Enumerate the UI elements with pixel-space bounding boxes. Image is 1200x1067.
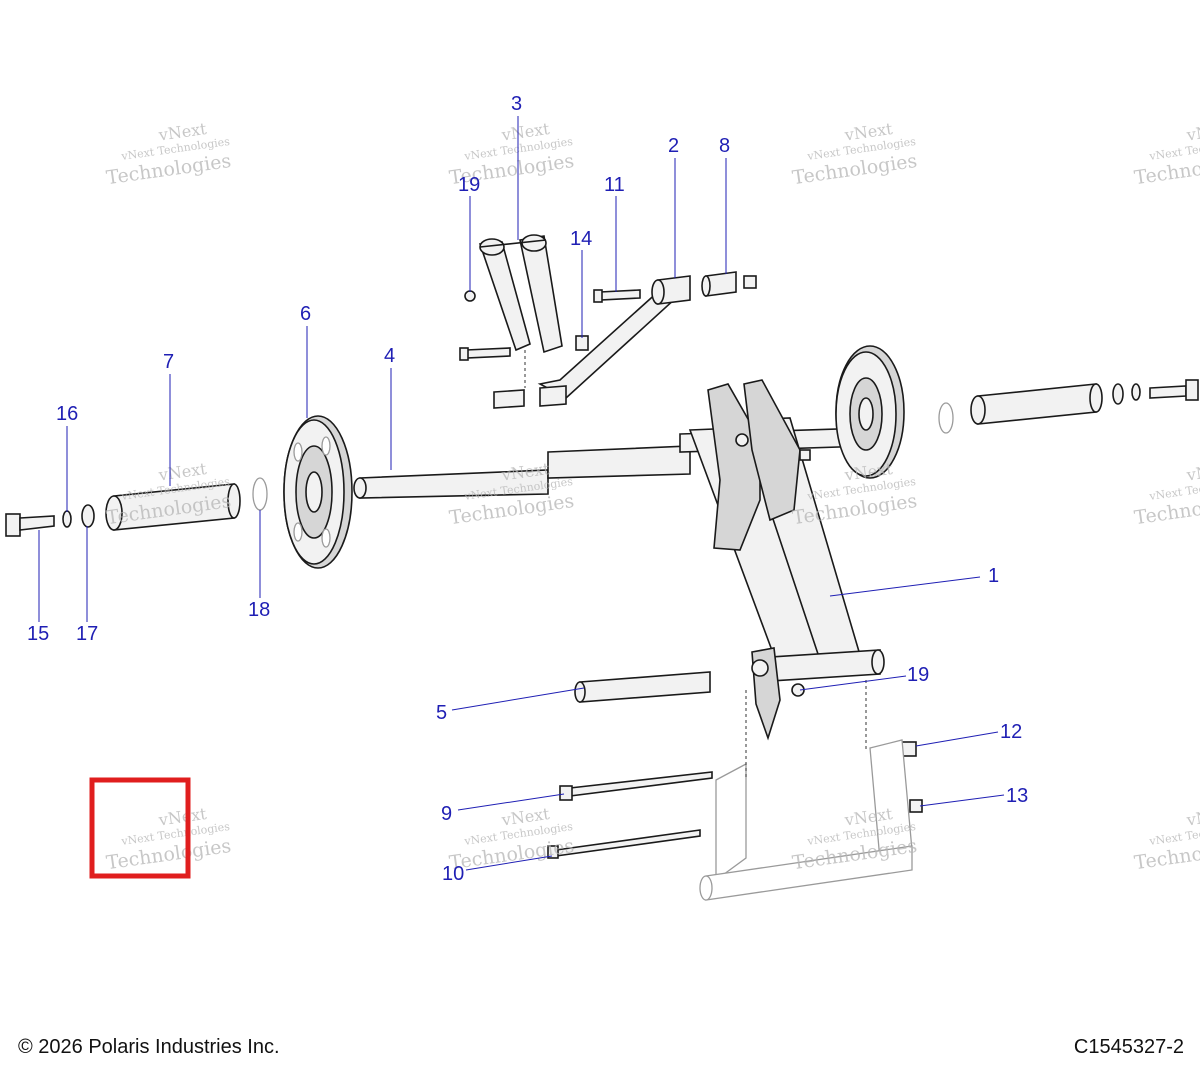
callout-3: 3 bbox=[511, 93, 522, 115]
copyright-notice: © 2026 Polaris Industries Inc. bbox=[18, 1036, 280, 1058]
small-hardware bbox=[459, 271, 923, 813]
pivot-link-arms bbox=[478, 234, 563, 354]
callout-4: 4 bbox=[384, 345, 395, 367]
right-spacer-tube bbox=[970, 383, 1103, 425]
callout-12: 12 bbox=[1000, 721, 1022, 743]
callout-19-upper: 19 bbox=[458, 174, 480, 196]
right-bolt-washers bbox=[938, 379, 1199, 434]
assembly-lines bbox=[524, 350, 867, 780]
rear-bracket-outline bbox=[699, 739, 913, 901]
callout-19-lower: 19 bbox=[907, 664, 929, 686]
torque-arm bbox=[537, 275, 691, 407]
swing-arm bbox=[688, 379, 885, 741]
lower-pivot-tube bbox=[574, 671, 711, 703]
callout-16: 16 bbox=[56, 403, 78, 425]
parts-drawing bbox=[5, 234, 1199, 901]
callout-6: 6 bbox=[300, 303, 311, 325]
long-bolts bbox=[547, 771, 713, 859]
callout-9: 9 bbox=[441, 803, 452, 825]
callout-14: 14 bbox=[570, 228, 592, 250]
callout-10: 10 bbox=[442, 863, 464, 885]
callout-8: 8 bbox=[719, 135, 730, 157]
callout-numbers: 1 2 3 4 5 6 7 8 9 10 11 12 13 14 15 16 1… bbox=[27, 93, 1028, 885]
callout-13: 13 bbox=[1006, 785, 1028, 807]
callout-2: 2 bbox=[668, 135, 679, 157]
leader-lines bbox=[38, 116, 1005, 871]
callout-17: 17 bbox=[76, 623, 98, 645]
highlight-box bbox=[89, 777, 191, 879]
callout-15: 15 bbox=[27, 623, 49, 645]
callout-7: 7 bbox=[163, 351, 174, 373]
svg-text:vNext: vNext bbox=[1185, 119, 1200, 145]
svg-text:vNext: vNext bbox=[1185, 804, 1200, 830]
right-idler-wheel bbox=[835, 345, 905, 479]
diagram-id: C1545327-2 bbox=[1073, 1036, 1184, 1058]
callout-1: 1 bbox=[988, 565, 999, 587]
callout-11: 11 bbox=[604, 174, 625, 196]
left-bolt-washers bbox=[5, 477, 268, 537]
callout-18: 18 bbox=[248, 599, 270, 621]
left-idler-wheel bbox=[283, 415, 353, 569]
svg-text:vNext: vNext bbox=[1185, 459, 1200, 485]
callout-5: 5 bbox=[436, 702, 447, 724]
left-spacer-tube bbox=[105, 483, 241, 531]
